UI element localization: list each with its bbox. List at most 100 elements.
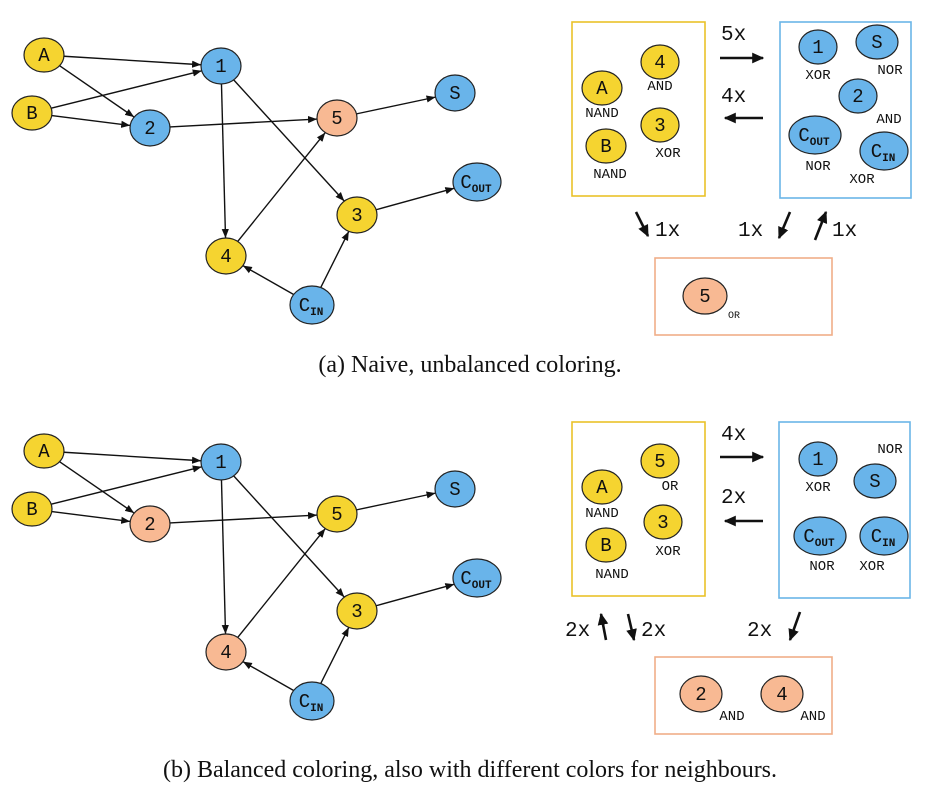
gate-label: AND bbox=[719, 709, 744, 725]
blue-box-node-3: COUT bbox=[788, 115, 842, 155]
graph-node-1: 1 bbox=[200, 443, 242, 481]
edge-5-S bbox=[356, 491, 436, 511]
blue-box-node-1: S bbox=[855, 24, 899, 60]
gate-label: XOR bbox=[849, 172, 875, 188]
blue-box-node-3-shape bbox=[788, 115, 842, 155]
transfer-arrow bbox=[788, 611, 802, 642]
gate-label: NAND bbox=[595, 567, 629, 583]
blue-box-frame bbox=[779, 21, 912, 199]
graph-node-4-shape bbox=[205, 237, 247, 275]
graph-node-5-label: 5 bbox=[331, 504, 342, 526]
orange-box: 5OR bbox=[654, 257, 833, 336]
yellow-box-node-3-label: B bbox=[600, 136, 611, 158]
yellow-box-node-3-label: B bbox=[600, 535, 611, 557]
orange-box-frame bbox=[654, 656, 833, 735]
graph-node-Cin-label: CIN bbox=[299, 295, 324, 319]
graph-node-1-label: 1 bbox=[215, 56, 226, 78]
edge-Cin-3 bbox=[320, 231, 350, 288]
graph-node-A: A bbox=[23, 37, 65, 73]
yellow-box-frame bbox=[571, 21, 706, 197]
blue-box-node-1: S bbox=[853, 463, 897, 499]
graph-node-Cout-label: COUT bbox=[460, 568, 492, 592]
transfer-count: 4x bbox=[721, 424, 746, 447]
graph-node-4-label: 4 bbox=[220, 642, 231, 664]
graph-node-Cout: COUT bbox=[452, 558, 502, 598]
caption-a: (a) Naive, unbalanced coloring. bbox=[318, 352, 621, 378]
graph-node-A: A bbox=[23, 433, 65, 469]
transfer-arrow bbox=[777, 211, 792, 240]
transfer-blue-to-orange: 2x bbox=[747, 611, 802, 643]
yellow-box-node-3: B bbox=[585, 128, 627, 164]
blue-box-node-2: 2 bbox=[838, 78, 878, 114]
gate-label: XOR bbox=[805, 480, 831, 496]
yellow-box-node-1-label: A bbox=[596, 78, 608, 100]
graph-node-5-shape bbox=[316, 495, 358, 533]
transfer-count: 4x bbox=[721, 86, 746, 109]
edge-B-1 bbox=[51, 465, 202, 505]
graph-node-2-shape bbox=[129, 505, 171, 543]
blue-box-node-1-label: S bbox=[869, 471, 880, 493]
transfer-count: 2x bbox=[565, 620, 590, 643]
yellow-box-node-1-shape bbox=[581, 469, 623, 505]
gate-label: OR bbox=[662, 479, 679, 495]
transfer-count: 1x bbox=[738, 220, 763, 243]
edge-2-5 bbox=[169, 115, 318, 128]
graph-node-4: 4 bbox=[205, 237, 247, 275]
gate-label: NAND bbox=[585, 106, 619, 122]
graph-node-S: S bbox=[434, 74, 476, 112]
blue-box-node-2-shape bbox=[838, 78, 878, 114]
edge-1-3 bbox=[233, 475, 345, 598]
transfer-count: 1x bbox=[832, 220, 857, 243]
edge-A-1 bbox=[63, 451, 202, 464]
transfer-arrow bbox=[597, 612, 609, 641]
orange-box-node-1: 4 bbox=[760, 675, 804, 713]
edge-B-2 bbox=[51, 510, 131, 524]
edge-5-S bbox=[356, 95, 436, 115]
edge-1-4 bbox=[220, 479, 229, 635]
edge-Cin-3 bbox=[320, 627, 350, 684]
blue-box-node-4: CIN bbox=[859, 131, 909, 171]
transfer-blue-to-orange: 1x bbox=[738, 211, 792, 243]
graph-node-Cout: COUT bbox=[452, 162, 502, 202]
gate-label: AND bbox=[876, 112, 901, 128]
transfer-orange-to-blue: 1x bbox=[813, 210, 857, 243]
yellow-box-node-1: A bbox=[581, 70, 623, 106]
gate-label: AND bbox=[647, 79, 672, 95]
graph-node-3: 3 bbox=[336, 592, 378, 630]
graph-node-Cin: CIN bbox=[289, 285, 335, 325]
transfer-count: 2x bbox=[641, 620, 666, 643]
yellow-box-node-0: 4 bbox=[640, 44, 680, 80]
graph-node-2-label: 2 bbox=[144, 514, 155, 536]
edge-2-5 bbox=[169, 511, 318, 524]
graph-node-A-label: A bbox=[38, 441, 50, 463]
yellow-box-node-3: B bbox=[585, 527, 627, 563]
graph-node-B: B bbox=[11, 491, 53, 527]
yellow-box-node-2-label: 3 bbox=[654, 115, 665, 137]
transfer-yellow-to-blue: 4x bbox=[720, 424, 765, 463]
yellow-box-node-2-label: 3 bbox=[657, 512, 668, 534]
transfer-arrow bbox=[813, 210, 828, 241]
yellow-box-node-1: A bbox=[581, 469, 623, 505]
blue-box-node-2: COUT bbox=[793, 516, 847, 556]
transfer-yellow-to-blue: 5x bbox=[720, 24, 765, 64]
transfer-orange-to-yellow: 2x bbox=[565, 612, 609, 643]
graph-node-3: 3 bbox=[336, 196, 378, 234]
edge-A-2 bbox=[59, 65, 135, 118]
blue-box-node-0-shape bbox=[798, 441, 838, 477]
graph-node-Cin-shape bbox=[289, 681, 335, 721]
graph-node-2: 2 bbox=[129, 505, 171, 543]
graph-node-3-shape bbox=[336, 592, 378, 630]
yellow-box-node-2-shape bbox=[640, 107, 680, 143]
blue-box-frame bbox=[778, 421, 911, 599]
yellow-box-node-0-shape bbox=[640, 44, 680, 80]
graph-node-4: 4 bbox=[205, 633, 247, 671]
caption-b: (b) Balanced coloring, also with differe… bbox=[163, 757, 777, 783]
graph-node-A-shape bbox=[23, 37, 65, 73]
gate-label: XOR bbox=[859, 559, 885, 575]
gate-label: AND bbox=[800, 709, 825, 725]
graph-node-5: 5 bbox=[316, 495, 358, 533]
